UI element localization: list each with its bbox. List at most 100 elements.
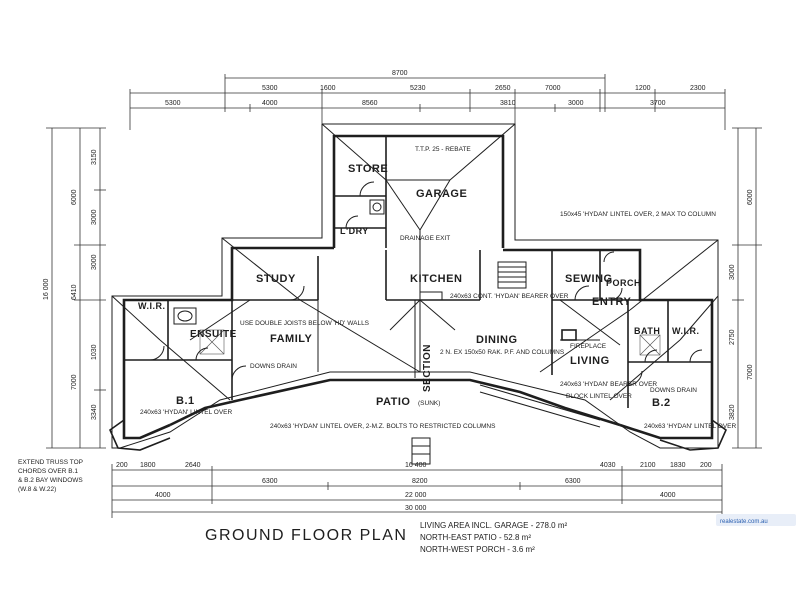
dim-top-4: 5230 (410, 85, 426, 92)
dim-left-3: 3150 (91, 149, 98, 165)
room-bedroom-1: B.1 (176, 395, 195, 407)
note-downs-right: DOWNS DRAIN (650, 387, 697, 394)
door-swings (149, 181, 703, 386)
note-garage-tip: T.T.P. 25 - REBATE (415, 146, 471, 153)
area-living: LIVING AREA INCL. GARAGE - 278.0 m² (420, 521, 567, 530)
room-labels: STORE GARAGE L'DRY STUDY KITCHEN SEWING … (138, 163, 700, 409)
plan-notes: USE DOUBLE JOISTS BELOW 'HD' WALLS 150x4… (140, 146, 736, 430)
dim-left-8: 3000 (91, 209, 98, 225)
room-sewing: SEWING (565, 273, 613, 285)
room-porch: PORCH (606, 278, 641, 288)
dim-top-1: 8700 (392, 70, 408, 77)
dim-top-12: 3810 (500, 100, 516, 107)
room-laundry: L'DRY (340, 226, 369, 236)
watermark: realestate.com.au (716, 514, 796, 526)
room-family: FAMILY (270, 333, 312, 345)
room-garage: GARAGE (416, 188, 467, 200)
patio-sunk-note: (SUNK) (418, 400, 440, 407)
left-dimensions: 16 000 6000 3150 3000 7000 3340 6410 300… (43, 127, 106, 449)
dim-left-1: 16 000 (43, 278, 50, 300)
dim-top-2: 5300 (262, 85, 278, 92)
dim-bottom-11: 6300 (565, 478, 581, 485)
area-patio: NORTH-EAST PATIO - 52.8 m² (420, 533, 531, 542)
truss-note-text: EXTEND TRUSS TOP CHORDS OVER B.1 & B.2 B… (18, 459, 85, 493)
dim-top-6: 7000 (545, 85, 561, 92)
area-porch: NORTH-WEST PORCH - 3.6 m² (420, 545, 535, 554)
right-dimensions: 6000 3000 2750 7000 3820 (729, 127, 762, 449)
dim-top-11: 8560 (362, 100, 378, 107)
note-living-bearer: 240x63 'HYDAN' BEARER OVER (560, 381, 657, 388)
room-bath: BATH (634, 326, 660, 336)
dim-left-4: 3000 (91, 254, 98, 270)
room-store: STORE (348, 163, 388, 175)
note-b2-lintel: 240x63 'HYDAN' LINTEL OVER (644, 423, 736, 430)
note-lintel-right: 150x45 'HYDAN' LINTEL OVER, 2 MAX TO COL… (560, 211, 716, 218)
dim-top-7: 1200 (635, 85, 651, 92)
dim-right-4: 7000 (747, 364, 754, 380)
note-dining-rak: 2 N. EX 150x50 RAK. P.F. AND COLUMNS (440, 349, 565, 356)
dim-left-5: 7000 (71, 374, 78, 390)
dim-bottom-1: 200 (116, 462, 128, 469)
room-dining: DINING (476, 334, 518, 346)
room-entry: ENTRY (592, 296, 632, 308)
dim-bottom-4: 16 400 (405, 462, 427, 469)
top-dimensions: 8700 5300 1600 5230 2650 7000 1200 2300 … (129, 70, 726, 130)
note-downs-left: DOWNS DRAIN (250, 363, 297, 370)
dim-bottom-8: 200 (700, 462, 712, 469)
stair (497, 261, 527, 289)
note-drainage: DRAINAGE EXIT (400, 235, 450, 242)
dim-bottom-7: 1830 (670, 462, 686, 469)
note-double-joists: USE DOUBLE JOISTS BELOW 'HD' WALLS (240, 320, 370, 327)
dim-bottom-5: 4030 (600, 462, 616, 469)
dim-bottom-14: 4000 (660, 492, 676, 499)
dim-bottom-3: 2640 (185, 462, 201, 469)
dim-left-7: 6410 (71, 284, 78, 300)
dim-right-5: 3820 (729, 404, 736, 420)
room-kitchen: KITCHEN (410, 273, 462, 285)
dim-top-14: 3700 (650, 100, 666, 107)
dim-left-2: 6000 (71, 189, 78, 205)
note-b1-lintel: 240x63 'HYDAN' LINTEL OVER (140, 409, 232, 416)
dim-bottom-13: 22 000 (405, 492, 427, 499)
room-wir-right: W.I.R. (672, 326, 700, 336)
dim-top-5: 2650 (495, 85, 511, 92)
dim-right-3: 2750 (729, 329, 736, 345)
bottom-dimensions: 200 1800 2640 16 400 4030 2100 1830 200 … (111, 462, 723, 518)
plan-title: GROUND FLOOR PLAN (205, 527, 407, 544)
dim-bottom-10: 8200 (412, 478, 428, 485)
section-marker: SECTION (422, 344, 433, 392)
dim-bottom-2: 1800 (140, 462, 156, 469)
watermark-text: realestate.com.au (720, 519, 768, 525)
dim-top-8: 2300 (690, 85, 706, 92)
room-study: STUDY (256, 273, 296, 285)
internal-walls (124, 136, 712, 408)
patio-steps (411, 384, 601, 465)
dim-bottom-6: 2100 (640, 462, 656, 469)
note-patio-lintel: 240x63 'HYDAN' LINTEL OVER, 2-M.Z. BOLTS… (270, 423, 496, 430)
dim-left-9: 1030 (91, 344, 98, 360)
roof-hip-lines (111, 123, 719, 401)
room-wir-left: W.I.R. (138, 301, 166, 311)
note-kitchen-lintel: 240x63 CONT. 'HYDAN' BEARER OVER (450, 293, 569, 300)
dim-top-10: 4000 (262, 100, 278, 107)
dim-bottom-15: 30 000 (405, 505, 427, 512)
area-schedule: LIVING AREA INCL. GARAGE - 278.0 m² NORT… (420, 521, 567, 554)
room-living: LIVING (570, 355, 610, 367)
dim-top-9: 5300 (165, 100, 181, 107)
dim-right-2: 3000 (729, 264, 736, 280)
dim-left-6: 3340 (91, 404, 98, 420)
external-walls (109, 134, 727, 451)
room-ensuite: ENSUITE (190, 329, 237, 340)
truss-note: EXTEND TRUSS TOP CHORDS OVER B.1 & B.2 B… (18, 459, 85, 493)
dim-top-13: 3000 (568, 100, 584, 107)
note-block-lintel: BLOCK LINTEL OVER (566, 393, 632, 400)
dim-bottom-12: 4000 (155, 492, 171, 499)
room-patio: PATIO (376, 396, 410, 408)
dim-bottom-9: 6300 (262, 478, 278, 485)
dim-right-1: 6000 (747, 189, 754, 205)
room-bedroom-2: B.2 (652, 397, 671, 409)
note-fireplace: FIREPLACE (570, 343, 607, 350)
dim-top-3: 1600 (320, 85, 336, 92)
